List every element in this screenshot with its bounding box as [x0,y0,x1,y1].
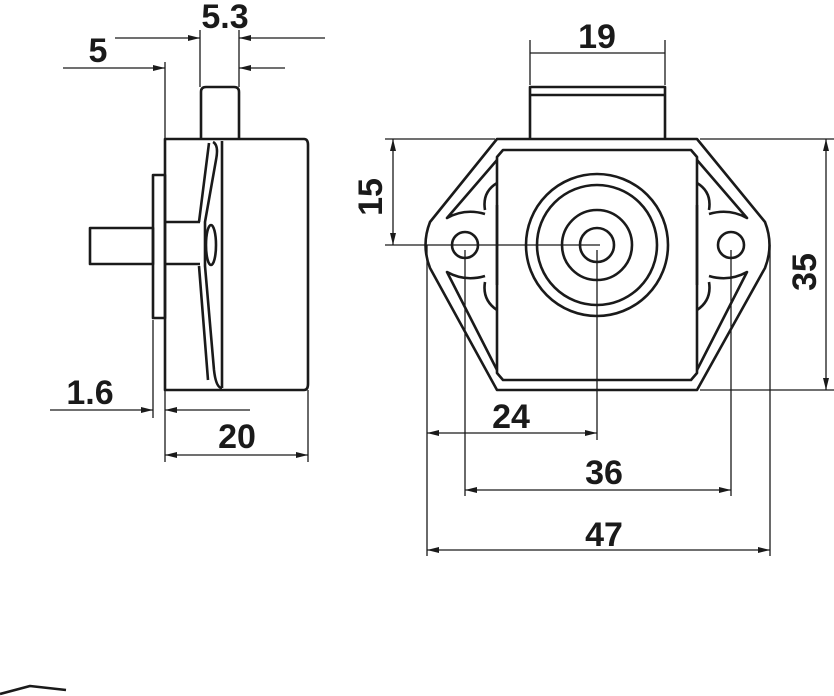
dim-body-depth: 20 [218,418,256,456]
shaft-inner [165,220,200,266]
dim-flange-thickness: 1.6 [66,374,113,412]
extension-lines [426,245,771,556]
extension-lines [385,138,834,391]
side-button [199,85,241,139]
dim-overall-width: 47 [585,516,623,554]
dim-hole-spacing: 36 [585,454,623,492]
dimension-line [529,40,666,85]
extension-lines [199,30,240,87]
left-rib [445,159,499,371]
front-view: 19 15 35 24 36 47 [352,18,834,556]
dim-height: 35 [786,253,824,291]
plate-notches [483,181,711,312]
cropped-outline [0,684,67,696]
mounting-plate [424,137,771,392]
extension-lines [152,320,309,462]
dim-center-height: 15 [352,178,390,216]
front-button [528,85,667,139]
lever-pivot [204,223,218,267]
dim-side-button-width: 5.3 [201,0,248,36]
dim-button-width: 19 [578,18,616,56]
shaft [88,226,155,266]
side-body [163,137,310,392]
side-view: 5.3 5 1.6 20 [50,0,325,462]
dim-half-width: 24 [492,398,530,436]
flange [151,173,167,320]
dim-button-offset: 5 [89,32,108,70]
